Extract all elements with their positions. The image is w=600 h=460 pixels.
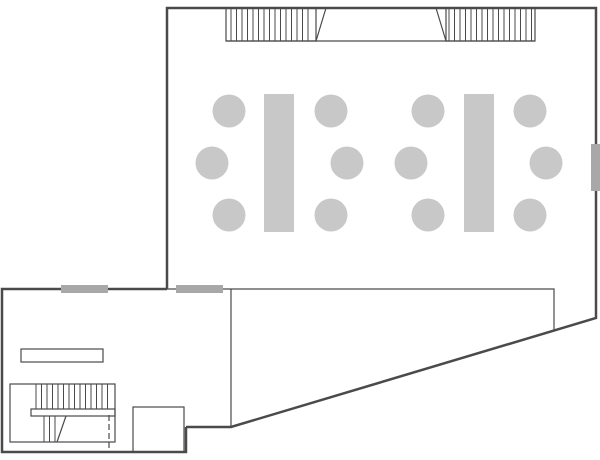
table	[464, 94, 494, 232]
chair	[411, 94, 445, 128]
stair-landing	[30, 408, 116, 417]
storage-box	[132, 406, 185, 453]
west-annex	[0, 287, 188, 454]
chair	[314, 198, 348, 232]
north-alcove	[316, 7, 447, 42]
window-annex-east	[176, 285, 223, 293]
seating-area	[195, 94, 563, 232]
south-triangle-space	[167, 288, 555, 427]
chair	[330, 146, 364, 180]
chair	[513, 94, 547, 128]
north-alcove	[226, 7, 327, 42]
staircase-north-west	[225, 7, 317, 42]
stair-landing	[56, 415, 67, 443]
shelf	[20, 348, 104, 363]
triangle-room-wall	[167, 288, 555, 330]
chair	[314, 94, 348, 128]
stair-outline	[9, 383, 116, 443]
chair	[212, 198, 246, 232]
stair-outline	[445, 7, 536, 42]
window-annex-west	[61, 285, 108, 293]
window-east	[591, 144, 600, 191]
chair	[394, 146, 428, 180]
stair-outline	[225, 7, 317, 42]
chair	[411, 198, 445, 232]
staircase-north-east	[445, 7, 536, 42]
chair	[212, 94, 246, 128]
chair	[513, 198, 547, 232]
table	[264, 94, 294, 232]
staircase-annex	[9, 383, 116, 443]
chair	[529, 146, 563, 180]
annex-wall	[0, 287, 188, 454]
chair	[195, 146, 229, 180]
